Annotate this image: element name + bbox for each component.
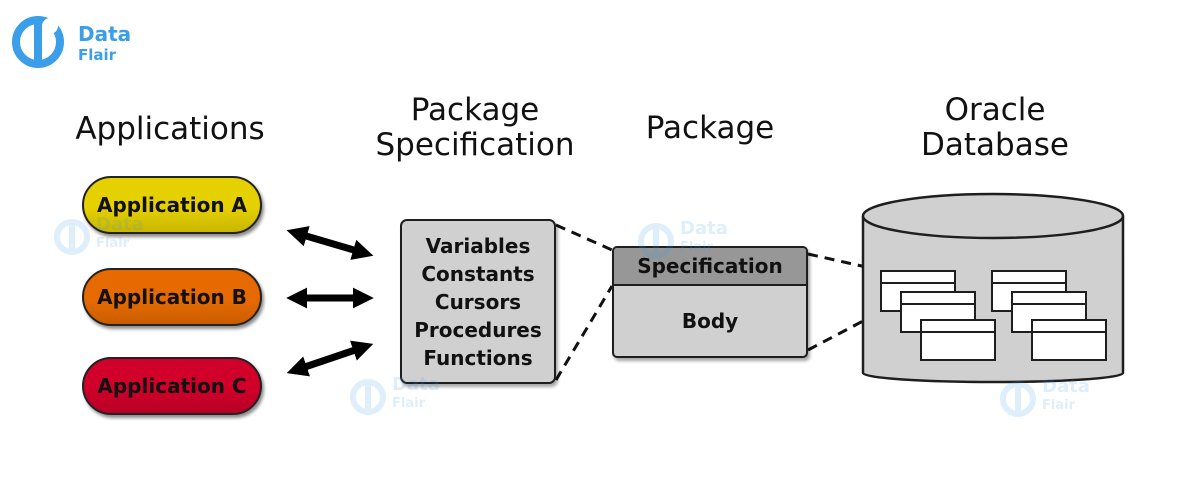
database-tables [880,270,1107,361]
dash-spec-package-top [555,223,613,252]
heading-package: Package [645,110,775,146]
dataflair-watermark: Data Flair [636,218,756,262]
table-icon [1031,319,1107,361]
heading-applications: Applications [75,111,265,147]
logo-text-flair: Flair [78,46,117,64]
watermark-mark-icon [1000,381,1036,417]
dash-spec-package-bottom [554,285,614,381]
dataflair-watermark: Data Flair [348,374,468,418]
application-a-pill: Application A [82,176,262,234]
watermark-mark-icon [54,219,90,255]
dataflair-watermark: Data Flair [998,376,1118,420]
arrow-app-a-spec [286,226,374,260]
table-icon [920,319,996,361]
spec-item-variables: Variables [425,233,531,258]
arrow-app-c-spec [286,340,374,377]
package-box: Specification Body [612,246,808,358]
dataflair-watermark: Data Flair [52,214,172,258]
package-specification-section: Specification [614,248,806,286]
package-body-section: Body [681,309,739,333]
application-c-pill: Application C [82,357,262,415]
spec-item-procedures: Procedures [414,317,542,342]
spec-item-cursors: Cursors [434,289,522,314]
heading-oracle-database: Oracle Database [921,92,1069,163]
logo-text-data: Data [78,22,132,46]
dash-package-db-top [807,252,885,273]
watermark-mark-icon [350,379,386,415]
spec-item-constants: Constants [421,261,535,286]
watermark-mark-icon [638,223,674,259]
heading-package-specification: Package Specification [375,92,575,163]
dataflair-logo: Data Flair [10,10,131,70]
package-specification-box: Variables Constants Cursors Procedures F… [400,219,556,384]
logo-mark-icon [12,16,64,68]
application-b-pill: Application B [82,268,262,326]
spec-item-functions: Functions [423,345,533,370]
